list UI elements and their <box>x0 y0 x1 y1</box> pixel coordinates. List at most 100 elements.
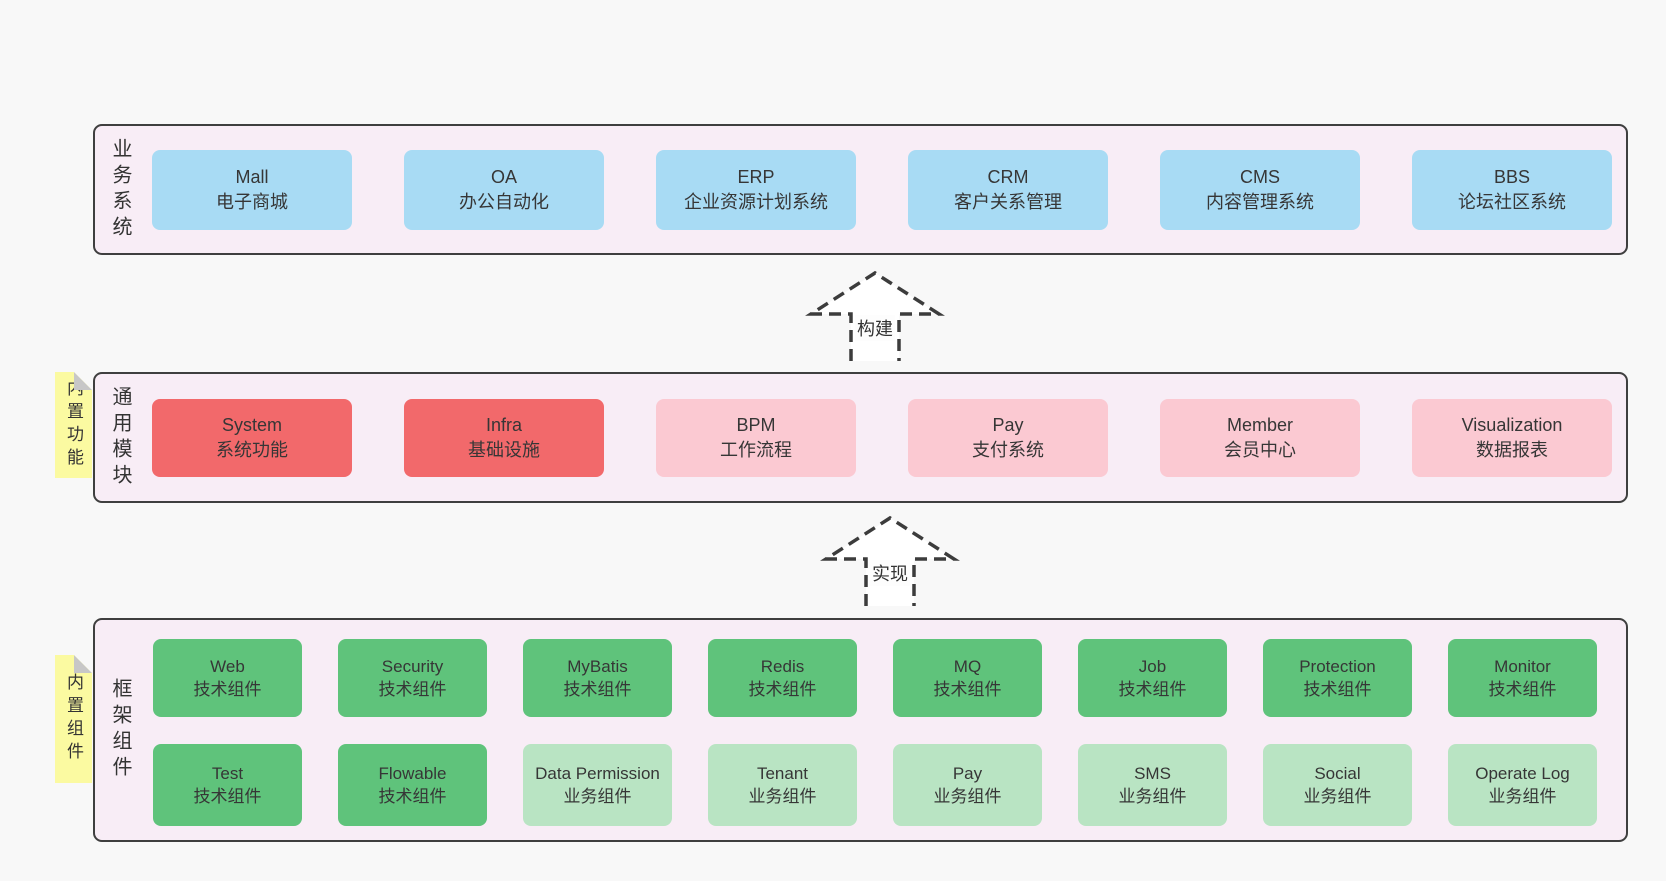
node-subtitle: 系统功能 <box>216 440 288 460</box>
node-subtitle: 技术组件 <box>1303 680 1372 699</box>
node-title: Pay <box>992 415 1024 435</box>
node-title: Protection <box>1299 657 1376 676</box>
sticky-note-text: 内置组件 <box>64 673 83 765</box>
node-subtitle: 数据报表 <box>1476 440 1548 460</box>
node-bpm: BPM 工作流程 <box>656 399 856 477</box>
node-data-permission: Data Permission 业务组件 <box>523 744 672 826</box>
node-title: CMS <box>1240 167 1280 187</box>
node-title: Security <box>381 657 444 676</box>
node-title: Redis <box>760 657 805 676</box>
node-title: Monitor <box>1494 657 1551 676</box>
node-subtitle: 技术组件 <box>933 680 1002 699</box>
framework-components-row-2: Test 技术组件 Flowable 技术组件 Data Permission … <box>153 744 1597 826</box>
node-subtitle: 工作流程 <box>720 440 792 460</box>
node-title: Operate Log <box>1475 764 1570 783</box>
node-infra: Infra 基础设施 <box>404 399 604 477</box>
node-title: MyBatis <box>567 657 628 676</box>
node-subtitle: 技术组件 <box>1118 680 1187 699</box>
node-subtitle: 支付系统 <box>972 440 1044 460</box>
node-title: Flowable <box>378 764 447 783</box>
sticky-note-text: 内置功能 <box>64 379 83 471</box>
node-subtitle: 技术组件 <box>1488 680 1557 699</box>
node-title: Mall <box>235 167 269 187</box>
panel-label: 业务系统 <box>109 137 131 242</box>
node-subtitle: 电子商城 <box>216 192 288 212</box>
node-title: Social <box>1314 764 1361 783</box>
node-system: System 系统功能 <box>152 399 352 477</box>
node-oa: OA 办公自动化 <box>404 150 604 230</box>
panel-business-systems: 业务系统 Mall 电子商城 OA 办公自动化 ERP 企业资源计划系统 CRM… <box>93 124 1628 255</box>
node-pay-business: Pay 业务组件 <box>893 744 1042 826</box>
node-mq: MQ 技术组件 <box>893 639 1042 717</box>
node-title: CRM <box>987 167 1029 187</box>
node-flowable: Flowable 技术组件 <box>338 744 487 826</box>
node-title: Data Permission <box>535 764 660 783</box>
node-title: Web <box>210 657 245 676</box>
node-subtitle: 技术组件 <box>378 680 447 699</box>
node-security: Security 技术组件 <box>338 639 487 717</box>
node-title: Job <box>1138 657 1167 676</box>
node-subtitle: 技术组件 <box>193 680 262 699</box>
node-subtitle: 企业资源计划系统 <box>684 192 828 212</box>
node-social: Social 业务组件 <box>1263 744 1412 826</box>
panel-common-modules: 通用模块 System 系统功能 Infra 基础设施 BPM 工作流程 Pay… <box>93 372 1628 503</box>
node-title: ERP <box>737 167 775 187</box>
node-redis: Redis 技术组件 <box>708 639 857 717</box>
node-subtitle: 业务组件 <box>563 787 632 806</box>
node-web: Web 技术组件 <box>153 639 302 717</box>
node-protection: Protection 技术组件 <box>1263 639 1412 717</box>
node-cms: CMS 内容管理系统 <box>1160 150 1360 230</box>
panel-framework-components: 框架组件 Web 技术组件 Security 技术组件 MyBatis 技术组件… <box>93 618 1628 842</box>
node-title: Infra <box>485 415 523 435</box>
node-title: Test <box>211 764 244 783</box>
node-title: BBS <box>1493 167 1531 187</box>
node-subtitle: 业务组件 <box>933 787 1002 806</box>
node-subtitle: 技术组件 <box>378 787 447 806</box>
node-member: Member 会员中心 <box>1160 399 1360 477</box>
node-subtitle: 业务组件 <box>748 787 817 806</box>
panel-label: 框架组件 <box>109 678 131 782</box>
node-subtitle: 技术组件 <box>563 680 632 699</box>
arrow-implement: 实现 <box>820 514 960 610</box>
node-subtitle: 技术组件 <box>193 787 262 806</box>
panel-label: 通用模块 <box>109 385 131 490</box>
node-title: Tenant <box>756 764 809 783</box>
node-title: Member <box>1226 415 1293 435</box>
node-title: Pay <box>952 764 983 783</box>
node-title: SMS <box>1134 764 1171 783</box>
node-monitor: Monitor 技术组件 <box>1448 639 1597 717</box>
folded-corner-icon <box>74 372 92 390</box>
node-test: Test 技术组件 <box>153 744 302 826</box>
node-title: Visualization <box>1461 415 1563 435</box>
business-systems-row: Mall 电子商城 OA 办公自动化 ERP 企业资源计划系统 CRM 客户关系… <box>152 150 1612 230</box>
node-subtitle: 内容管理系统 <box>1206 192 1314 212</box>
node-subtitle: 会员中心 <box>1224 440 1296 460</box>
node-pay: Pay 支付系统 <box>908 399 1108 477</box>
folded-corner-icon <box>74 655 92 673</box>
node-subtitle: 基础设施 <box>468 440 540 460</box>
node-title: BPM <box>736 415 776 435</box>
node-operate-log: Operate Log 业务组件 <box>1448 744 1597 826</box>
common-modules-row: System 系统功能 Infra 基础设施 BPM 工作流程 Pay 支付系统… <box>152 399 1612 477</box>
node-mall: Mall 电子商城 <box>152 150 352 230</box>
sticky-note-builtin-components: 内置组件 <box>55 655 92 783</box>
node-subtitle: 业务组件 <box>1118 787 1187 806</box>
sticky-note-builtin-features: 内置功能 <box>55 372 92 478</box>
node-subtitle: 论坛社区系统 <box>1458 192 1566 212</box>
node-sms: SMS 业务组件 <box>1078 744 1227 826</box>
framework-components-row-1: Web 技术组件 Security 技术组件 MyBatis 技术组件 Redi… <box>153 639 1597 717</box>
node-visualization: Visualization 数据报表 <box>1412 399 1612 477</box>
arrow-label: 实现 <box>870 560 910 586</box>
node-tenant: Tenant 业务组件 <box>708 744 857 826</box>
arrow-build: 构建 <box>805 269 945 365</box>
node-job: Job 技术组件 <box>1078 639 1227 717</box>
node-title: System <box>221 415 282 435</box>
arrow-label: 构建 <box>855 315 895 341</box>
node-title: OA <box>490 167 517 187</box>
node-crm: CRM 客户关系管理 <box>908 150 1108 230</box>
node-mybatis: MyBatis 技术组件 <box>523 639 672 717</box>
node-subtitle: 业务组件 <box>1488 787 1557 806</box>
node-subtitle: 客户关系管理 <box>954 192 1062 212</box>
node-subtitle: 办公自动化 <box>459 192 549 212</box>
